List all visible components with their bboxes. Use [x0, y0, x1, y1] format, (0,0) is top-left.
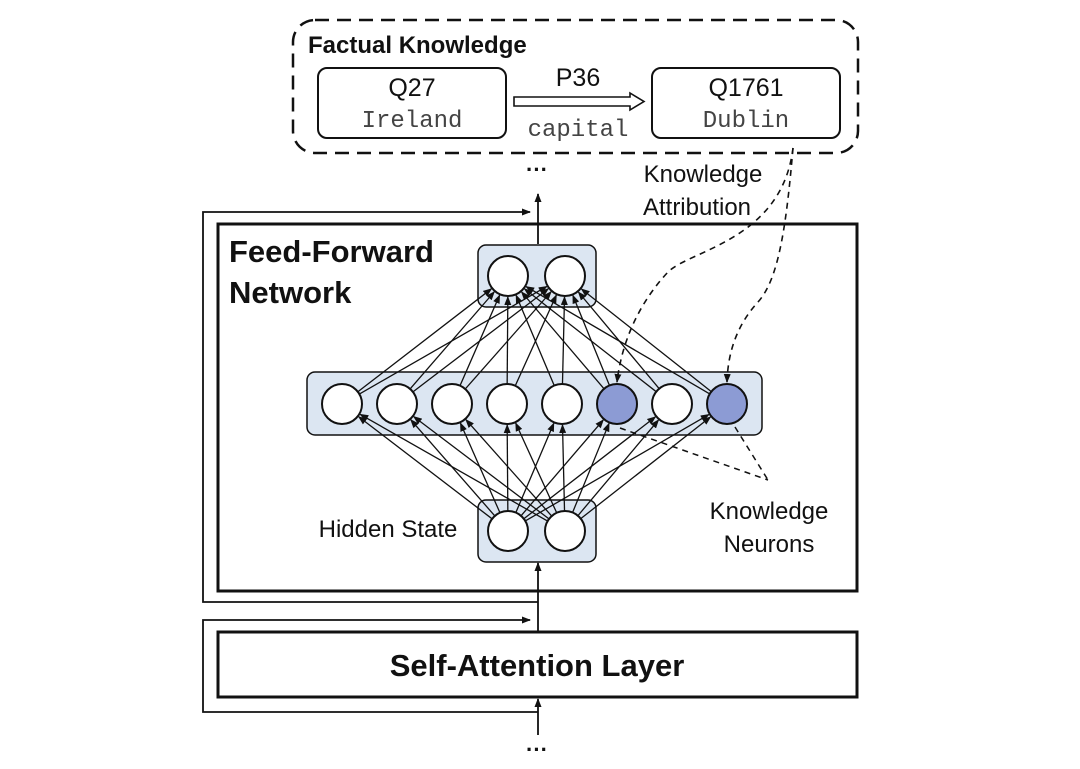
connection-in-2-to-mid-4 — [515, 422, 559, 515]
factual-knowledge-title: Factual Knowledge — [308, 32, 527, 59]
connection-mid-6-to-out-1 — [520, 291, 606, 391]
self-attention-layer-box — [216, 630, 859, 699]
output-neurons — [487, 255, 586, 297]
connection-mid-7-to-out-1 — [523, 288, 659, 394]
subject-entity-box — [317, 67, 507, 139]
intermediate-layer-box — [306, 371, 763, 436]
connection-in-1-to-mid-1 — [357, 416, 495, 521]
output-neuron-1 — [487, 255, 529, 297]
connection-mid-1-to-out-1 — [355, 288, 493, 394]
hidden-state-label: Hidden State — [319, 516, 458, 543]
connection-mid-8-to-out-1 — [525, 286, 712, 396]
connection-in-1-to-mid-3 — [459, 422, 502, 515]
connection-in-1-to-mid-2 — [410, 419, 497, 518]
relation-name: capital — [528, 117, 629, 144]
connection-mid-4-to-out-1 — [504, 295, 512, 387]
connection-in-1-to-mid-5 — [514, 422, 555, 515]
object-entity-name: Dublin — [703, 108, 789, 135]
connection-mid-2-to-out-1 — [408, 291, 495, 391]
intermediate-neuron-4 — [486, 383, 528, 425]
connection-in-2-to-mid-8 — [578, 416, 712, 521]
connection-in-1-to-mid-8 — [523, 413, 710, 523]
connection-mid-5-to-out-1 — [515, 294, 556, 388]
feed-forward-network-box — [216, 222, 859, 593]
hidden-state-neuron-1 — [487, 510, 529, 552]
connection-mid-3-to-out-1 — [458, 294, 501, 388]
ellipsis-bottom: ··· — [526, 737, 548, 762]
connection-in-2-to-mid-2 — [412, 416, 552, 521]
hidden-to-intermediate-connections — [357, 413, 712, 523]
intermediate-neuron-3 — [431, 383, 473, 425]
ffn-title-line1: Feed-Forward — [229, 234, 434, 269]
residual-connection-ffn — [202, 208, 538, 603]
knowledge-neuron-8 — [706, 383, 748, 425]
connection-in-1-to-mid-6 — [519, 419, 604, 518]
factual-knowledge-box — [291, 18, 860, 155]
intermediate-neuron-1 — [321, 383, 363, 425]
intermediate-to-output-connections — [355, 285, 714, 396]
knowledge-attribution-line2: Attribution — [643, 194, 751, 221]
ellipsis-top: ··· — [526, 157, 548, 182]
hidden-state-neurons — [487, 510, 586, 552]
output-neuron-2 — [544, 255, 586, 297]
knowledge-neurons-pointer-1 — [619, 427, 769, 481]
residual-connection-attention — [202, 616, 538, 713]
connection-in-2-to-mid-5 — [559, 423, 567, 514]
attribution-arrow-to-neuron-6 — [614, 147, 794, 383]
connection-mid-8-to-out-2 — [580, 288, 714, 394]
connection-in-1-to-mid-4 — [503, 423, 511, 514]
subject-entity-name: Ireland — [362, 108, 463, 135]
intermediate-neuron-5 — [541, 383, 583, 425]
connection-in-2-to-mid-3 — [465, 418, 554, 518]
relation-arrow — [513, 91, 646, 112]
intermediate-neurons — [321, 383, 748, 425]
knowledge-neurons-label-line2: Neurons — [724, 531, 815, 558]
knowledge-attribution-line1: Knowledge — [644, 161, 763, 188]
connection-in-2-to-mid-6 — [571, 422, 610, 515]
connection-in-1-to-mid-7 — [521, 416, 657, 521]
intermediate-neuron-7 — [651, 383, 693, 425]
intermediate-neuron-2 — [376, 383, 418, 425]
attribution-arrow-to-neuron-8 — [723, 147, 794, 383]
knowledge-neurons-label-line1: Knowledge — [710, 498, 829, 525]
knowledge-neuron-6 — [596, 383, 638, 425]
object-entity-box — [651, 67, 841, 139]
ffn-title-line2: Network — [229, 275, 352, 310]
self-attention-layer-label: Self-Attention Layer — [390, 648, 685, 683]
object-entity-id: Q1761 — [708, 74, 783, 102]
connection-in-2-to-mid-1 — [359, 413, 550, 523]
hidden-state-neuron-2 — [544, 510, 586, 552]
relation-id: P36 — [556, 64, 600, 92]
subject-entity-id: Q27 — [388, 74, 435, 102]
